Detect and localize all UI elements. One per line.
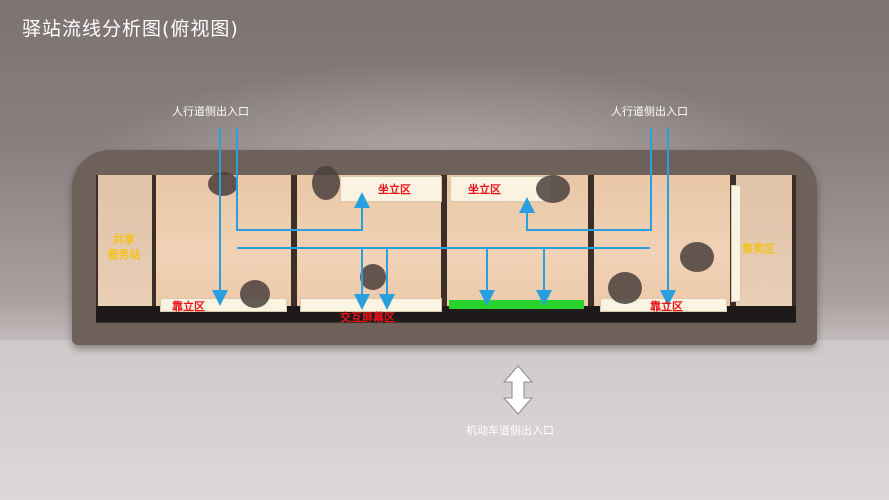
bay-sale-area — [736, 175, 792, 320]
person-icon — [208, 172, 238, 196]
label-ped-entrance-right: 人行道侧出入口 — [611, 105, 688, 118]
flow-left-to-seat — [236, 128, 370, 231]
label-ped-entrance-left: 人行道侧出入口 — [172, 105, 249, 118]
person-icon — [360, 264, 386, 290]
ground — [0, 340, 889, 500]
interactive-screen — [449, 300, 584, 309]
bay-shared-station — [98, 175, 152, 320]
page-title: 驿站流线分析图(俯视图) — [22, 18, 239, 40]
label-interactive-screen: 交互屏幕区 — [340, 311, 395, 324]
person-icon — [680, 242, 714, 272]
label-lean-area-left: 靠立区 — [172, 300, 205, 313]
label-shared-line1: 共享 — [113, 233, 135, 246]
label-lean-area-right: 靠立区 — [650, 300, 683, 313]
flow-right-to-seat — [519, 128, 652, 231]
person-icon — [536, 175, 570, 203]
seat-bench-right — [450, 176, 552, 202]
sale-counter — [731, 185, 741, 302]
person-icon — [608, 272, 642, 304]
screen-bench — [300, 298, 442, 312]
label-vehicle-entrance: 机动车道侧出入口 — [466, 424, 554, 437]
double-arrow-icon — [502, 365, 534, 415]
label-seat-area-left: 坐立区 — [378, 183, 411, 196]
label-shared-line2: 服务站 — [107, 248, 141, 261]
label-shared-station: 共享 服务站 — [100, 232, 148, 262]
label-sale-area: 售卖区 — [742, 242, 775, 255]
label-seat-area-right: 坐立区 — [468, 183, 501, 196]
person-icon — [312, 166, 340, 200]
person-icon — [240, 280, 270, 308]
